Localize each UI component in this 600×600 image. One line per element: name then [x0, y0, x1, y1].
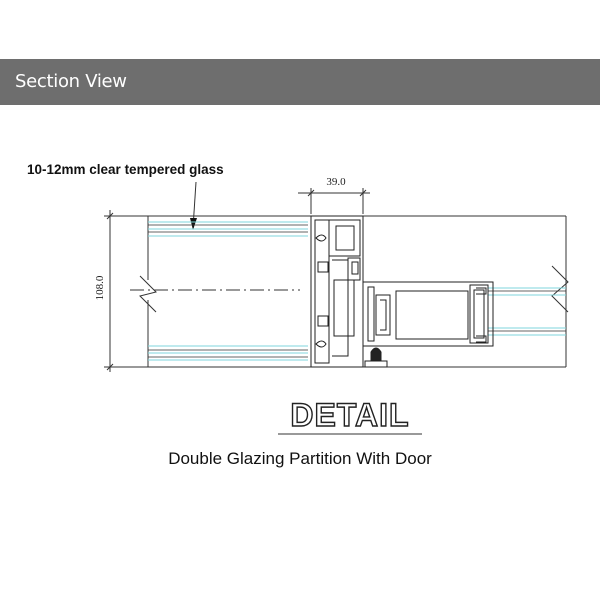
section-header: Section View	[0, 59, 600, 105]
door-seal	[370, 347, 382, 362]
detail-heading: DETAIL	[278, 396, 422, 435]
section-drawing	[104, 181, 569, 372]
break-line-right	[551, 265, 569, 313]
detail-heading-text: DETAIL	[290, 397, 409, 433]
break-line-left	[139, 275, 157, 313]
frame-profile	[310, 215, 364, 368]
glass-callout-label: 10-12mm clear tempered glass	[27, 162, 224, 177]
callout-arrowhead	[190, 218, 197, 230]
door-profile	[362, 281, 494, 347]
width-dimension-label: 39.0	[326, 176, 346, 188]
glass-panes-door	[488, 287, 566, 336]
detail-subtitle: Double Glazing Partition With Door	[168, 449, 432, 468]
section-title: Section View	[15, 71, 127, 92]
glass-panes-left	[148, 221, 308, 361]
